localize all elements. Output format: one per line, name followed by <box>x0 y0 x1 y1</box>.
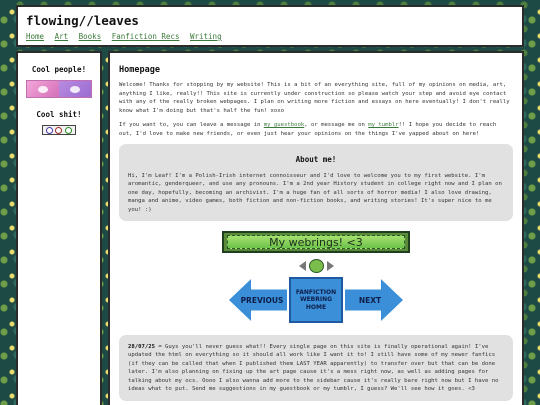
webrings-banner: My webrings! <3 <box>222 231 410 254</box>
badge-blob-icon <box>70 85 80 93</box>
about-me-box: About me! Hi, I'm Leaf! I'm a Polish-Iri… <box>119 144 513 222</box>
webring-next-arrow-icon[interactable] <box>326 261 334 272</box>
webrings-banner-inner <box>227 235 405 250</box>
home-line-2: WEBRING <box>299 296 333 304</box>
nav-writing-link[interactable]: Writing <box>189 32 222 41</box>
contact-text-3: !! I hope you decide to reach out, I'd l… <box>119 122 497 137</box>
badge-dot-icon <box>64 126 72 134</box>
about-me-text: Hi, I'm Leaf! I'm a Polish-Irish interne… <box>128 173 502 213</box>
webrings-label: My webrings! <3 <box>269 235 363 249</box>
home-line-1: FANFICTION <box>295 288 337 296</box>
about-me-title: About me! <box>295 155 337 164</box>
previous-label: PREVIOUS <box>240 295 284 305</box>
guestbook-link[interactable]: my guestbook <box>263 122 305 128</box>
update-text: 28/07/25 = Guys you'll never guess what!… <box>128 343 504 393</box>
nav-home-link[interactable]: Home <box>26 32 45 41</box>
cool-shit-heading: Cool shit! <box>36 110 82 119</box>
page-title: Homepage <box>119 65 160 75</box>
main-content: Homepage Welcome! Thanks for stopping by… <box>108 51 524 405</box>
tumblr-link[interactable]: my tumblr <box>368 122 399 128</box>
cool-people-heading: Cool people! <box>31 65 87 74</box>
badge-right-half <box>59 81 91 97</box>
cool-people-button-badge[interactable] <box>26 80 92 98</box>
badge-dot-icon <box>55 126 63 134</box>
contact-paragraph: If you want to, you can leave a message … <box>119 121 513 138</box>
fanfiction-webring-home-button[interactable]: FANFICTION WEBRING HOME <box>289 277 343 324</box>
main-nav: Home Art Books Fanfiction Recs Writing <box>26 32 514 41</box>
next-button[interactable]: NEXT <box>345 279 403 322</box>
webring-prev-arrow-icon[interactable] <box>298 261 306 272</box>
home-line-3: HOME <box>305 303 327 311</box>
site-header: flowing//leaves Home Art Books Fanfictio… <box>16 5 524 47</box>
contact-text-2: , or message me on <box>304 122 369 128</box>
next-label: NEXT <box>358 295 382 305</box>
site-title: flowing//leaves <box>26 13 139 28</box>
frog-icon[interactable] <box>308 259 324 274</box>
badge-dot-icon <box>46 126 54 134</box>
update-body: = Guys you'll never guess what!! Every s… <box>128 344 499 393</box>
frog-webring-nav <box>119 259 513 274</box>
badge-left-half <box>27 81 59 97</box>
badge-blob-icon <box>38 85 48 93</box>
intro-paragraph: Welcome! Thanks for stopping by my websi… <box>119 82 510 114</box>
update-date: 28/07/25 <box>128 344 155 351</box>
cool-shit-button-badge[interactable] <box>42 125 76 135</box>
update-box: 28/07/25 = Guys you'll never guess what!… <box>119 335 513 402</box>
previous-button[interactable]: PREVIOUS <box>229 279 287 322</box>
nav-books-link[interactable]: Books <box>78 32 102 41</box>
fanfiction-webring-nav: PREVIOUS FANFICTION WEBRING HOME NEXT <box>119 277 513 324</box>
nav-fanfiction-recs-link[interactable]: Fanfiction Recs <box>111 32 180 41</box>
nav-art-link[interactable]: Art <box>54 32 69 41</box>
sidebar: Cool people! Cool shit! <box>16 51 102 405</box>
contact-text-1: If you want to, you can leave a message … <box>119 122 264 128</box>
